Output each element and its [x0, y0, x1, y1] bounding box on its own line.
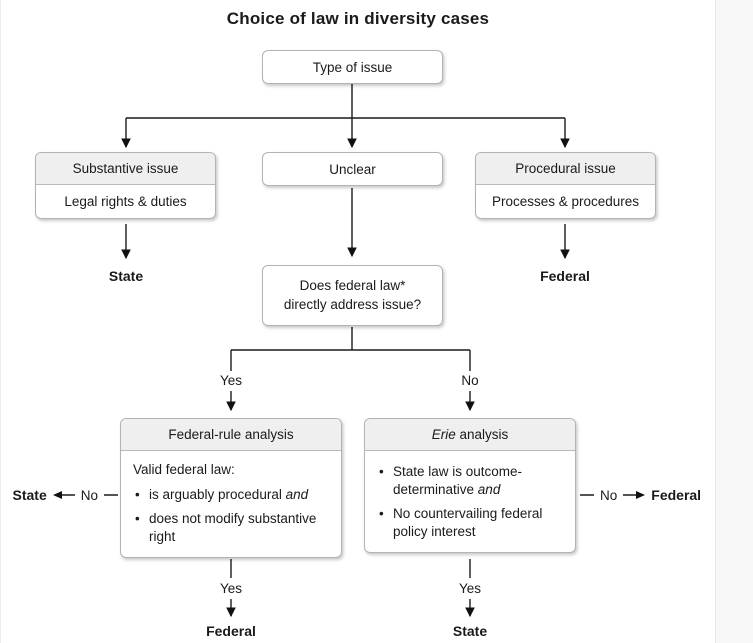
erie-no-exit: No Federal: [580, 486, 701, 504]
bullet-icon: •: [135, 511, 140, 527]
page-right-gutter: [715, 0, 753, 643]
arrow-right-icon: [623, 491, 646, 499]
federal-rule-no-outcome: State: [12, 487, 47, 503]
bullet-icon: •: [379, 506, 384, 522]
dash-connector: [580, 494, 594, 496]
outcome-substantive-state: State: [108, 268, 144, 284]
bullet-icon: •: [135, 486, 140, 502]
diagram-title: Choice of law in diversity cases: [226, 9, 490, 28]
arrow-left-icon: [52, 491, 75, 499]
node-substantive-header: Substantive issue: [36, 153, 215, 185]
node-federal-rule-analysis: Federal-rule analysis Valid federal law:…: [120, 418, 342, 559]
page-left-edge: [0, 0, 1, 643]
federal-rule-no-label: No: [80, 487, 98, 503]
federal-rule-intro: Valid federal law:: [133, 462, 235, 477]
node-procedural-issue: Procedural issue Processes & procedures: [475, 152, 656, 219]
branch-label-yes: Yes: [216, 373, 246, 388]
outcome-federal-rule-federal: Federal: [206, 623, 256, 639]
node-substantive-body: Legal rights & duties: [64, 194, 187, 209]
node-unclear-label: Unclear: [329, 161, 376, 177]
erie-bullet-2-text: No countervailing federal policy interes…: [393, 506, 543, 539]
node-type-of-issue-label: Type of issue: [312, 59, 393, 75]
outcome-erie-state: State: [452, 623, 488, 639]
dash-connector: [104, 494, 118, 496]
erie-bullet-1: • State law is outcome-determinative and: [377, 463, 563, 498]
node-type-of-issue: Type of issue: [262, 50, 443, 84]
federal-rule-bullet-1-text: is arguably procedural and: [149, 486, 309, 502]
node-unclear: Unclear: [262, 152, 443, 186]
branch-label-no: No: [458, 373, 482, 388]
federal-rule-no-exit: State No: [12, 486, 118, 504]
question-line1: Does federal law*: [299, 277, 406, 293]
erie-no-label: No: [600, 487, 618, 503]
federal-rule-header: Federal-rule analysis: [121, 419, 341, 451]
question-line2: directly address issue?: [283, 296, 422, 312]
node-procedural-body: Processes & procedures: [491, 194, 640, 209]
erie-header: Erie analysis: [365, 419, 575, 451]
federal-rule-bullet-2: • does not modify substantive right: [133, 510, 329, 545]
node-erie-analysis: Erie analysis • State law is outcome-det…: [364, 418, 576, 554]
federal-rule-yes-label: Yes: [216, 581, 246, 596]
erie-bullet-2: • No countervailing federal policy inter…: [377, 505, 563, 540]
node-question-federal-law: Does federal law* directly address issue…: [262, 265, 443, 326]
bullet-icon: •: [379, 464, 384, 479]
federal-rule-bullet-2-text: does not modify substantive right: [149, 511, 317, 544]
erie-bullet-1-text: State law is outcome-determinative and: [393, 464, 523, 497]
outcome-procedural-federal: Federal: [540, 268, 590, 284]
erie-yes-label: Yes: [455, 581, 485, 596]
node-substantive-issue: Substantive issue Legal rights & duties: [35, 152, 216, 219]
node-procedural-header: Procedural issue: [476, 153, 655, 185]
federal-rule-bullet-1: • is arguably procedural and: [133, 486, 329, 504]
erie-no-outcome: Federal: [651, 487, 702, 503]
